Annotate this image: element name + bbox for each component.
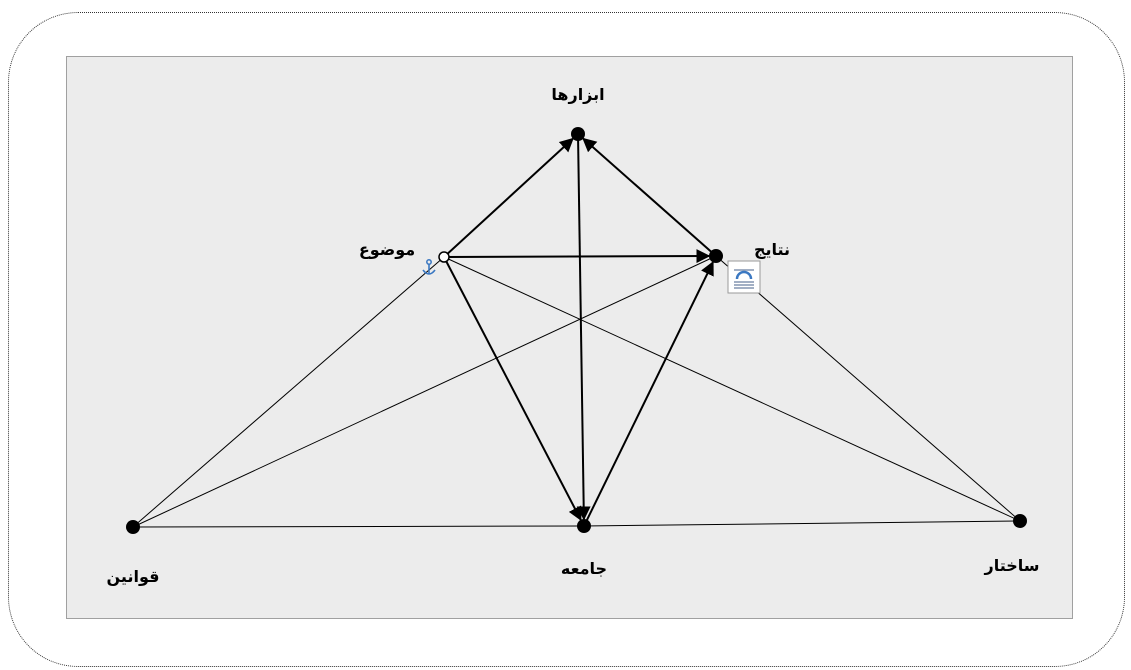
edge-jameh-sakhtar (583, 520, 1021, 527)
rounded-dotted-frame (8, 12, 1125, 667)
node-mozu (438, 251, 450, 263)
arrow-abzarha-jameh (576, 133, 591, 521)
node-label-abzarha: ابزارها (551, 85, 604, 104)
node-label-nataij: نتایج (754, 240, 790, 259)
layout-options-icon[interactable] (727, 260, 761, 294)
node-abzarha (571, 127, 585, 141)
node-label-ghavanin: قوانین (107, 567, 160, 586)
node-jameh (577, 519, 591, 533)
node-ghavanin (126, 520, 140, 534)
edge-ghavanin-jameh (132, 525, 585, 528)
edge-nataij-sakhtar (715, 255, 1021, 522)
edge-mozu-sakhtar (443, 256, 1021, 522)
node-label-sakhtar: ساختار (983, 556, 1039, 575)
anchor-icon[interactable] (422, 259, 436, 275)
edge-ghavanin-nataij (132, 255, 717, 528)
arrow-jameh-nataij (583, 261, 714, 527)
arrow-mozu-abzarha (443, 137, 574, 258)
node-nataij (709, 249, 723, 263)
node-label-jameh: جامعه (561, 559, 607, 578)
edge-ghavanin-mozu (132, 256, 445, 528)
arrow-mozu-jameh (443, 256, 582, 522)
node-label-mozu: موضوع (359, 240, 415, 259)
node-sakhtar (1013, 514, 1027, 528)
arrow-nataij-abzarha (582, 137, 717, 257)
arrow-mozu-nataij (443, 249, 711, 264)
